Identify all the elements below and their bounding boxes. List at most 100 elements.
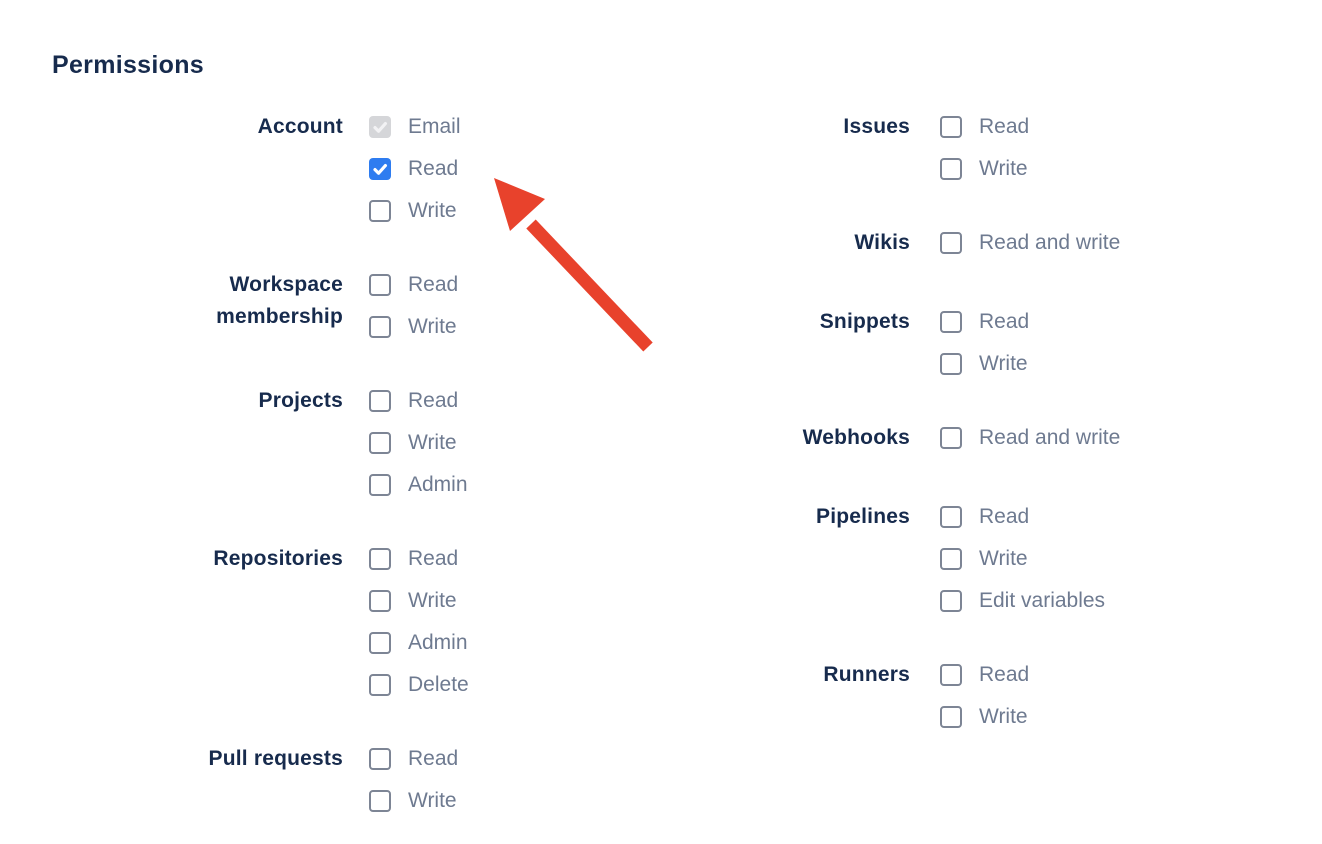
option-pipelines-edit-variables[interactable]: Edit variables xyxy=(940,590,1105,612)
option-runners-write[interactable]: Write xyxy=(940,706,1029,728)
option-repositories-write[interactable]: Write xyxy=(369,590,469,612)
checkbox-label-write[interactable]: Write xyxy=(408,431,457,454)
option-repositories-read[interactable]: Read xyxy=(369,548,469,570)
checkbox-snippets-write[interactable] xyxy=(940,353,962,375)
checkbox-account-write[interactable] xyxy=(369,200,391,222)
checkbox-projects-write[interactable] xyxy=(369,432,391,454)
option-pipelines-write[interactable]: Write xyxy=(940,548,1105,570)
checkbox-label-read[interactable]: Read xyxy=(979,663,1030,686)
checkbox-webhooks-read-and-write[interactable] xyxy=(940,427,962,449)
checkbox-label-write[interactable]: Write xyxy=(979,705,1028,728)
option-issues-write[interactable]: Write xyxy=(940,158,1029,180)
option-wikis-read-and-write[interactable]: Read and write xyxy=(940,232,1120,254)
option-projects-admin[interactable]: Admin xyxy=(369,474,468,496)
group-label-projects: Projects xyxy=(258,389,343,412)
checkbox-label-read[interactable]: Read xyxy=(408,157,459,180)
permission-group-webhooks: Webhooks Read and write xyxy=(620,426,1120,454)
group-label-issues: Issues xyxy=(843,115,910,138)
checkbox-runners-read[interactable] xyxy=(940,664,962,686)
checkbox-workspace-membership-read[interactable] xyxy=(369,274,391,296)
checkbox-pipelines-edit-variables[interactable] xyxy=(940,590,962,612)
checkbox-repositories-read[interactable] xyxy=(369,548,391,570)
group-label-wikis: Wikis xyxy=(854,231,910,254)
option-webhooks-read-and-write[interactable]: Read and write xyxy=(940,427,1120,449)
group-label-runners: Runners xyxy=(823,663,910,686)
option-repositories-admin[interactable]: Admin xyxy=(369,632,469,654)
option-snippets-write[interactable]: Write xyxy=(940,353,1029,375)
checkbox-label-write[interactable]: Write xyxy=(408,589,457,612)
group-label-webhooks: Webhooks xyxy=(802,426,910,449)
checkbox-label-write[interactable]: Write xyxy=(408,315,457,338)
checkbox-label-read[interactable]: Read xyxy=(979,115,1030,138)
checkbox-projects-read[interactable] xyxy=(369,390,391,412)
option-snippets-read[interactable]: Read xyxy=(940,311,1029,333)
option-workspace-membership-write[interactable]: Write xyxy=(369,316,458,338)
checkbox-label-write[interactable]: Write xyxy=(979,352,1028,375)
checkbox-pipelines-read[interactable] xyxy=(940,506,962,528)
checkbox-wikis-read-and-write[interactable] xyxy=(940,232,962,254)
option-account-read[interactable]: Read xyxy=(369,158,461,180)
options-webhooks: Read and write xyxy=(940,427,1120,449)
checkbox-label-read[interactable]: Read xyxy=(408,389,459,412)
checkbox-label-admin[interactable]: Admin xyxy=(408,631,468,654)
options-wikis: Read and write xyxy=(940,232,1120,254)
checkbox-pull-requests-read[interactable] xyxy=(369,748,391,770)
checkbox-label-delete[interactable]: Delete xyxy=(408,673,469,696)
checkbox-snippets-read[interactable] xyxy=(940,311,962,333)
checkbox-label-write[interactable]: Write xyxy=(408,789,457,812)
option-pipelines-read[interactable]: Read xyxy=(940,506,1105,528)
checkbox-label-admin[interactable]: Admin xyxy=(408,473,468,496)
checkbox-issues-write[interactable] xyxy=(940,158,962,180)
page-title: Permissions xyxy=(52,51,204,79)
group-label-account: Account xyxy=(257,115,343,138)
checkbox-label-edit-variables[interactable]: Edit variables xyxy=(979,589,1106,612)
checkbox-label-read-and-write[interactable]: Read and write xyxy=(979,231,1121,254)
checkbox-label-write[interactable]: Write xyxy=(408,199,457,222)
option-runners-read[interactable]: Read xyxy=(940,664,1029,686)
group-label-pull-requests: Pull requests xyxy=(208,747,343,770)
checkbox-label-read[interactable]: Read xyxy=(979,310,1030,333)
checkbox-label-write[interactable]: Write xyxy=(979,157,1028,180)
checkbox-runners-write[interactable] xyxy=(940,706,962,728)
option-projects-read[interactable]: Read xyxy=(369,390,468,412)
option-projects-write[interactable]: Write xyxy=(369,432,468,454)
checkbox-projects-admin[interactable] xyxy=(369,474,391,496)
checkbox-workspace-membership-write[interactable] xyxy=(369,316,391,338)
checkbox-account-read[interactable] xyxy=(369,158,391,180)
checkbox-label-read-and-write[interactable]: Read and write xyxy=(979,426,1121,449)
checkbox-pull-requests-write[interactable] xyxy=(369,790,391,812)
group-label-snippets: Snippets xyxy=(819,310,910,333)
checkbox-repositories-delete[interactable] xyxy=(369,674,391,696)
option-issues-read[interactable]: Read xyxy=(940,116,1029,138)
option-workspace-membership-read[interactable]: Read xyxy=(369,274,458,296)
checkbox-repositories-admin[interactable] xyxy=(369,632,391,654)
option-account-write[interactable]: Write xyxy=(369,200,461,222)
checkbox-repositories-write[interactable] xyxy=(369,590,391,612)
option-pull-requests-write[interactable]: Write xyxy=(369,790,458,812)
checkbox-label-write[interactable]: Write xyxy=(979,547,1028,570)
checkbox-issues-read[interactable] xyxy=(940,116,962,138)
checkbox-label-read[interactable]: Read xyxy=(408,273,459,296)
checkbox-label-read[interactable]: Read xyxy=(979,505,1030,528)
checkbox-label-read[interactable]: Read xyxy=(408,747,459,770)
checkbox-label-email: Email xyxy=(408,115,461,138)
checkbox-pipelines-write[interactable] xyxy=(940,548,962,570)
checkbox-label-read[interactable]: Read xyxy=(408,547,459,570)
option-repositories-delete[interactable]: Delete xyxy=(369,674,469,696)
option-pull-requests-read[interactable]: Read xyxy=(369,748,458,770)
